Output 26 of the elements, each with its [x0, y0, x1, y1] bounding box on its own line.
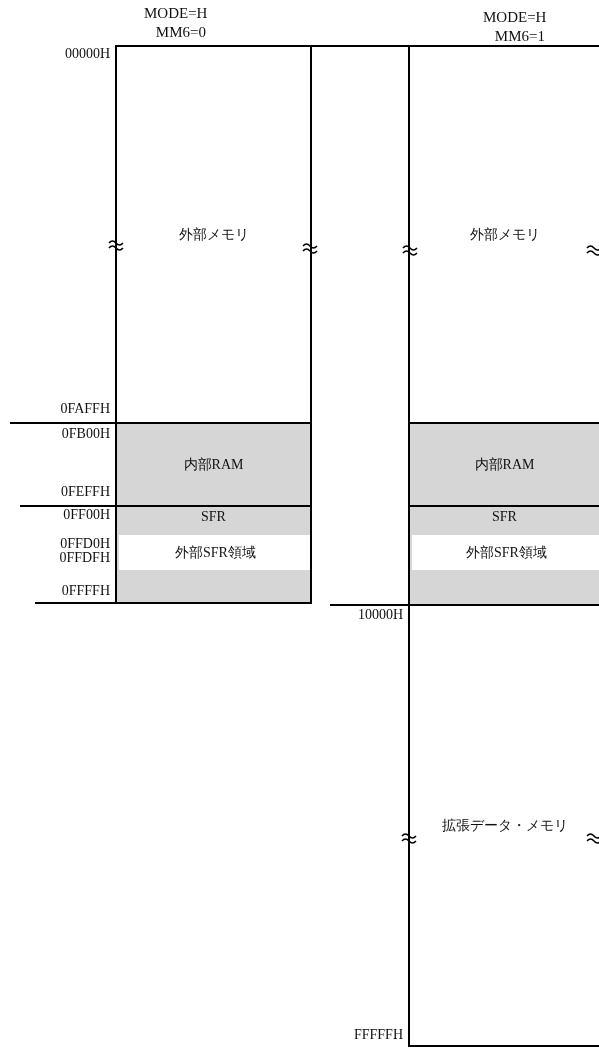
region-label: 内部RAM [474, 455, 535, 474]
address-label: 10000H [357, 607, 403, 622]
memory-band [119, 535, 312, 570]
address-label: 0FFFFH [61, 583, 110, 598]
memory-region [115, 505, 312, 604]
memory-region [408, 604, 599, 1047]
region-label: 外部メモリ [178, 225, 249, 244]
memory-region [408, 505, 599, 606]
address-label: 0FEFFH [60, 484, 110, 499]
address-label: FFFFFH [353, 1027, 403, 1042]
address-label: 0FFD0H [60, 536, 110, 551]
mode-heading: MODE=H MM6=0 [144, 4, 206, 42]
address-label: 00000H [64, 46, 110, 61]
address-label: 0FB00H [61, 426, 110, 441]
address-label: 0FF00H [63, 507, 110, 522]
memory-region [408, 422, 599, 507]
memory-region [115, 422, 312, 507]
region-label: 外部メモリ [469, 225, 540, 244]
region-label: 拡張データ・メモリ [441, 816, 568, 835]
address-label: 0FAFFH [60, 401, 110, 416]
region-label: 外部SFR領域 [466, 543, 547, 562]
mode-heading: MODE=H MM6=1 [483, 8, 545, 46]
region-label: 内部RAM [183, 455, 244, 474]
region-label: 外部SFR領域 [175, 543, 256, 562]
memory-band [412, 535, 599, 570]
address-label: 0FFDFH [59, 550, 110, 565]
